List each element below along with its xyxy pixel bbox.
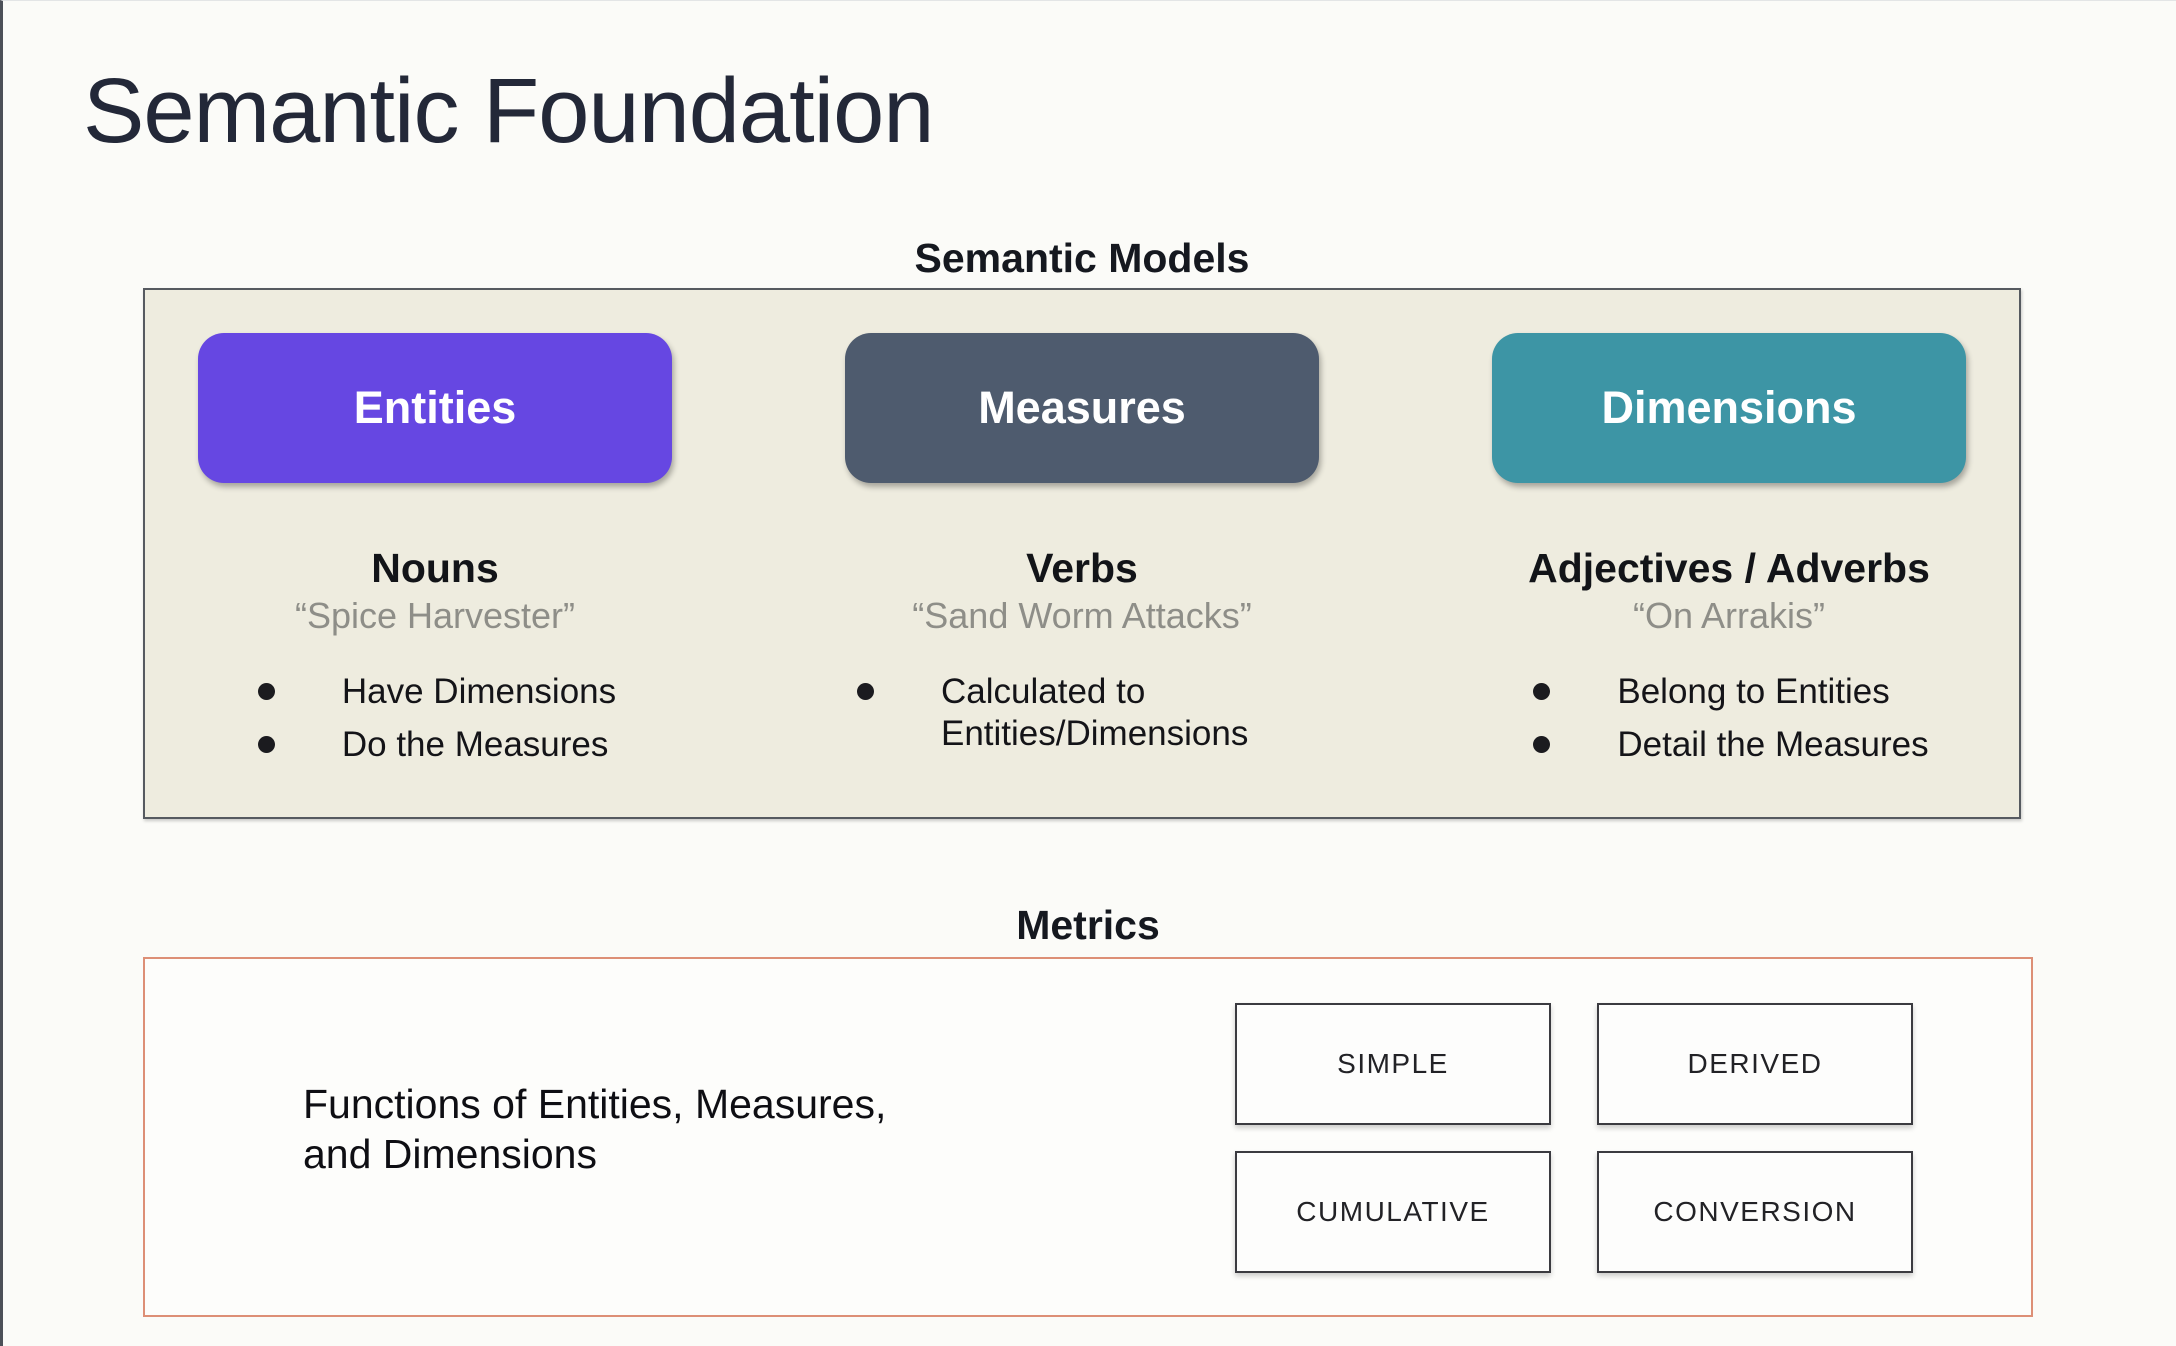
measures-role-label: Verbs [1026,545,1138,591]
dimensions-bullet-list: Belong to Entities Detail the Measures [1529,671,1929,777]
entities-example-quote: “Spice Harvester” [294,595,576,636]
metric-type-cumulative: CUMULATIVE [1235,1151,1551,1273]
metrics-description: Functions of Entities, Measures, and Dim… [303,1081,887,1178]
bullet-item: Calculated to Entities/Dimensions [853,671,1311,755]
bullet-item: Detail the Measures [1529,724,1929,766]
semantic-models-heading: Semantic Models [914,235,1250,281]
page-title: Semantic Foundation [83,60,934,162]
dimensions-pill: Dimensions [1492,333,1966,483]
metrics-panel: Functions of Entities, Measures, and Dim… [143,957,2033,1317]
dimensions-column: Adjectives / Adverbs “On Arrakis” Belong… [1492,545,1966,777]
entities-role-label: Nouns [371,545,499,591]
metric-type-derived: DERIVED [1597,1003,1913,1125]
bullet-item: Do the Measures [254,724,616,766]
semantic-models-panel: Entities Measures Dimensions Nouns “Spic… [143,288,2021,819]
metric-type-conversion: CONVERSION [1597,1151,1913,1273]
measures-column: Verbs “Sand Worm Attacks” Calculated to … [845,545,1319,777]
dimensions-role-label: Adjectives / Adverbs [1528,545,1930,591]
model-pill-row: Entities Measures Dimensions [198,333,1966,483]
model-description-row: Nouns “Spice Harvester” Have Dimensions … [198,545,1966,777]
dimensions-example-quote: “On Arrakis” [1632,595,1826,636]
entities-column: Nouns “Spice Harvester” Have Dimensions … [198,545,672,777]
metric-type-simple: SIMPLE [1235,1003,1551,1125]
measures-pill: Measures [845,333,1319,483]
metrics-heading: Metrics [1016,902,1160,948]
measures-example-quote: “Sand Worm Attacks” [912,595,1252,636]
entities-pill: Entities [198,333,672,483]
entities-bullet-list: Have Dimensions Do the Measures [254,671,616,777]
bullet-item: Belong to Entities [1529,671,1928,713]
bullet-item: Have Dimensions [254,671,616,713]
measures-bullet-list: Calculated to Entities/Dimensions [853,671,1311,766]
metric-types-grid: SIMPLE DERIVED CUMULATIVE CONVERSION [1235,1003,1913,1273]
